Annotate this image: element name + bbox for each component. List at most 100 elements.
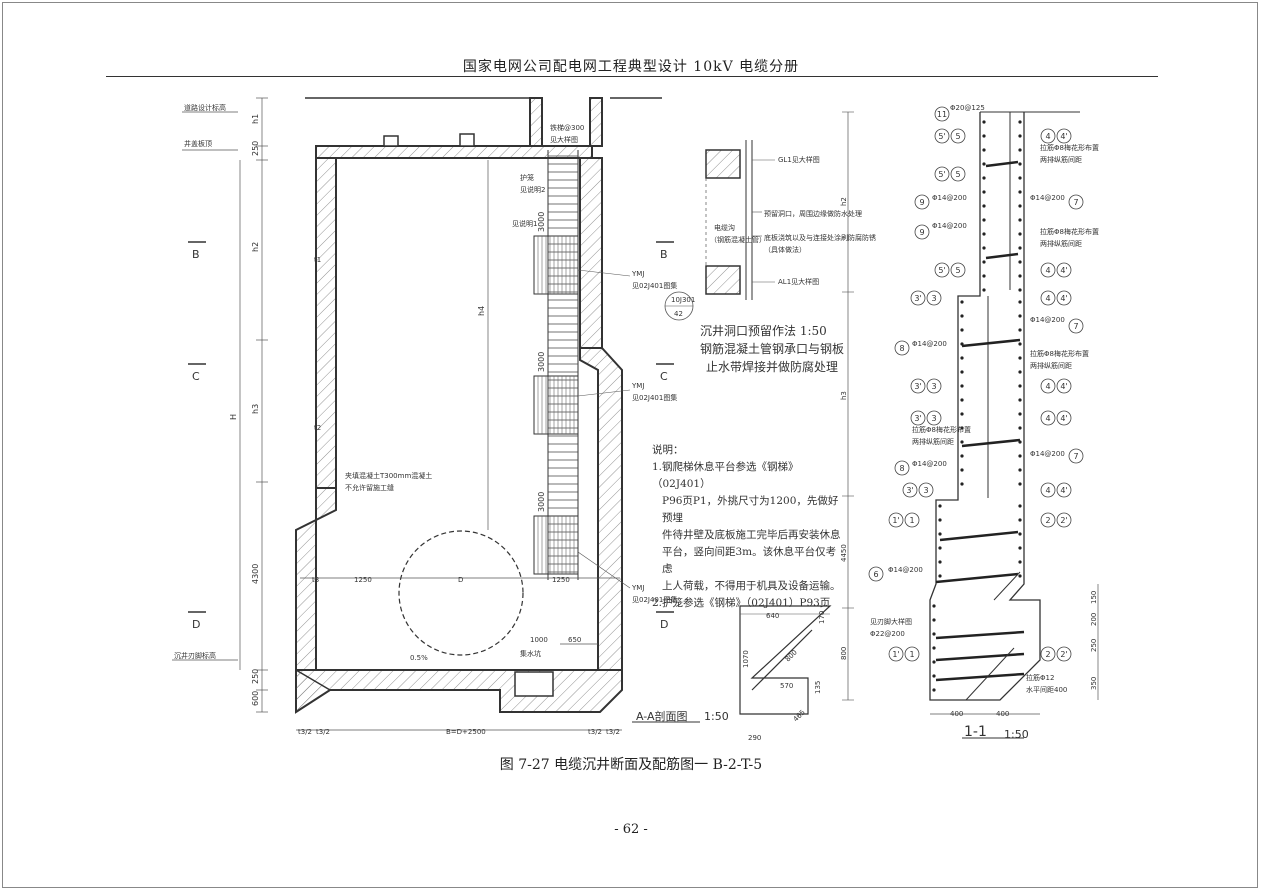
bar-5p-label: 5' [938,266,945,275]
notes-line-4: 平台，竖向间距3m。该休息平台仅考虑 [662,546,837,575]
dim-11-250: 250 [1090,639,1098,652]
label-road-design: 道路设计标高 [184,103,226,112]
rebar-dot [1018,120,1022,124]
dim-11-150: 150 [1090,591,1098,604]
section-11-title: 1-1 [964,724,987,740]
section-11-scale: 1:50 [1004,728,1029,741]
rebar-dot [1018,162,1022,166]
rebar-dot [938,518,942,522]
section-aa [172,97,700,731]
rebar-dot [960,384,964,388]
bar-4p-bubble [1056,482,1072,498]
bar-11-bubble [934,106,950,122]
dim-11-h2: h2 [840,197,848,206]
sec-D-right: D [660,618,668,631]
rebar-dot [1018,148,1022,152]
bar-8-spec-b: Φ14@200 [912,460,947,468]
tie-note-c2: 两排纵筋间距 [1030,361,1072,370]
dim-170: 170 [818,611,826,624]
label-pipe-2: （钢筋混凝土管） [710,235,766,244]
rebar-dot [1018,314,1022,318]
sec-B-left: B [192,248,200,261]
dim-h2: h2 [251,242,260,252]
bar-3-bubble [926,290,942,306]
bar-3-bubble [926,378,942,394]
bar-4p-bubble [1056,128,1072,144]
dim-135: 135 [814,681,822,694]
rebar-dot [932,604,936,608]
bar-8-label: 8 [899,464,904,473]
bar-4-bubble [1040,290,1056,306]
bar-4p-bubble [1056,378,1072,394]
sec-D-left: D [192,618,200,631]
label-ymj-ref-3: 见02J401图集 [632,595,677,604]
dim-465: 465 [792,708,807,723]
label-gl1: GL1见大样图 [778,155,820,164]
bar-4p-label: 4' [1060,414,1067,423]
bar-7-label: 7 [1073,452,1078,461]
bar-3p-label: 3' [914,382,921,391]
dim-t3-2a: t3/2 [298,728,312,736]
rebar-dot [982,288,986,292]
bar-4p-bubble [1056,410,1072,426]
rebar-dot [1018,274,1022,278]
label-fill-note-1: 夹填混凝土T300mm混凝土 [345,471,432,480]
bar-1-label: 1 [909,650,914,659]
bar-4p-label: 4' [1060,266,1067,275]
label-note-c: （具体做法） [764,245,806,254]
rebar-dot [1018,454,1022,458]
bar-4p-label: 4' [1060,294,1067,303]
rebar-dot [938,504,942,508]
bar-4-label: 4 [1045,414,1050,423]
sec-C-right: C [660,370,668,383]
dim-h1: h1 [251,114,260,124]
bar-4p-label: 4' [1060,486,1067,495]
dim-t3-2c: t3/2 [588,728,602,736]
bar-4-label: 4 [1045,266,1050,275]
rebar-dot [982,274,986,278]
rebar-dot [960,328,964,332]
bar-7-bubble [1068,194,1084,210]
bar-3p-label: 3' [914,294,921,303]
rebar-dot [1018,426,1022,430]
bar-3p-bubble [910,378,926,394]
label-well-bottom: 沉井刃脚标高 [174,651,216,660]
rebar-dot [960,454,964,458]
bar-3-label: 3 [931,414,936,423]
dim-250b: 250 [251,141,260,156]
bar-3-bubble [918,482,934,498]
bar-4-label: 4 [1045,132,1050,141]
dim-570: 570 [780,682,793,690]
dim-t3-2b: t3/2 [316,728,330,736]
rebar-dot [982,134,986,138]
bar-4-bubble [1040,128,1056,144]
bar-2-bubble [1040,512,1056,528]
bar-7-spec-a: Φ14@200 [1030,194,1065,202]
opening-detail-title: 沉井洞口预留作法 1:50 钢筋混凝土管钢承口与钢板 止水带焊接并做防腐处理 [700,322,844,376]
rebar-dot [1018,546,1022,550]
rebar-dot [960,468,964,472]
label-ymj-2: YMJ [631,382,644,390]
dim-640: 640 [766,612,779,620]
rebar-dot [1018,384,1022,388]
lash-spec-2: 水平间距400 [1026,685,1067,694]
bar-3p-bubble [902,482,918,498]
dim-290: 290 [748,734,761,742]
bar-5-label: 5 [955,266,960,275]
rebar-dot [1018,342,1022,346]
rebar-dot [1018,288,1022,292]
figure-caption: 图 7-27 电缆沉井断面及配筋图一 B-2-T-5 [499,757,763,773]
rebar-dot [960,440,964,444]
rebar-dot [982,120,986,124]
bar-2-bubble [1040,646,1056,662]
rebar-dot [1018,176,1022,180]
bar-5p-label: 5' [938,170,945,179]
dim-600: 600 [251,691,260,706]
header-rule [106,76,1158,77]
bar-1p-label: 1' [892,516,899,525]
bar-5p-bubble [934,262,950,278]
bar-3-bubble [926,410,942,426]
bar-6-label: 6 [873,570,878,579]
bar-3p-bubble [910,410,926,426]
